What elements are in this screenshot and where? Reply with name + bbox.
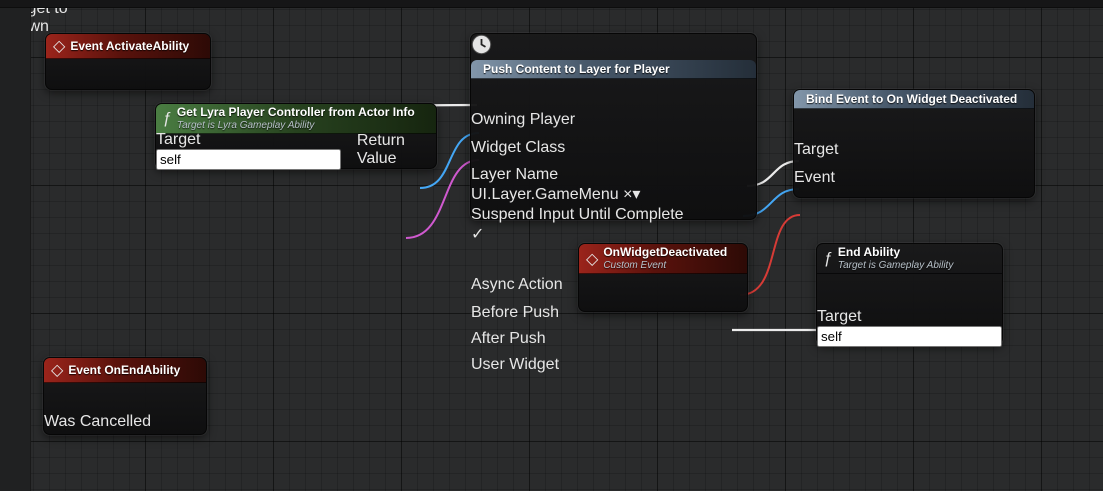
was-cancelled-row: Was Cancelled <box>44 413 206 437</box>
wire-widgettospawn-to-widgetclass[interactable] <box>405 159 480 239</box>
node-bind-event[interactable]: Bind Event to On Widget Deactivated Targ… <box>793 89 1035 198</box>
exec-in-row <box>794 109 1034 141</box>
chevron-down-icon[interactable]: ▾ <box>632 186 641 204</box>
user-widget-label: User Widget <box>471 356 560 373</box>
layer-name-tag-select[interactable]: UI.Layer.GameMenu × <box>471 186 632 204</box>
node-on-widget-deactivated[interactable]: ◇ OnWidgetDeactivated Custom Event <box>578 243 748 312</box>
node-end-ability[interactable]: ƒ End Ability Target is Gameplay Ability… <box>816 243 1003 348</box>
exec-in-row <box>471 79 756 111</box>
async-action-row: Async Action <box>471 276 756 304</box>
return-value-label: Return Value <box>356 132 405 168</box>
node-title: End Ability <box>837 245 901 259</box>
suspend-input-row: Suspend Input Until Complete ✓ <box>471 206 756 244</box>
node-header[interactable]: ƒ End Ability Target is Gameplay Ability <box>817 244 1002 275</box>
node-header[interactable]: ƒ Get Lyra Player Controller from Actor … <box>156 104 436 135</box>
node-event-activate-ability[interactable]: ◇ Event ActivateAbility <box>45 33 211 90</box>
node-title: Get Lyra Player Controller from Actor In… <box>176 105 415 119</box>
async-action-label: Async Action <box>471 276 563 293</box>
node-subtitle: Target is Gameplay Ability <box>837 259 954 271</box>
function-icon: ƒ <box>824 249 833 267</box>
node-subtitle: Custom Event <box>603 259 667 271</box>
user-widget-row: User Widget <box>471 356 756 386</box>
return-value-pin-row: Return Value <box>357 132 436 168</box>
target-pin-row: Target <box>156 131 357 170</box>
exec-out-row <box>794 194 1034 226</box>
exec-out-row <box>44 383 206 413</box>
node-header[interactable]: ◇ OnWidgetDeactivated Custom Event <box>579 244 747 275</box>
event-icon: ◇ <box>53 38 66 55</box>
event-row: Event <box>794 169 1034 194</box>
layer-name-row: Layer Name UI.Layer.GameMenu × ▾ <box>471 166 756 206</box>
widget-class-label: Widget Class <box>471 139 566 156</box>
close-icon[interactable]: × <box>623 186 633 204</box>
target-value-input[interactable] <box>817 326 1002 348</box>
was-cancelled-label: Was Cancelled <box>44 413 152 430</box>
latent-clock-icon <box>471 34 492 59</box>
after-push-row: After Push <box>471 330 756 356</box>
node-title: Event ActivateAbility <box>70 39 190 53</box>
node-title: Push Content to Layer for Player <box>483 62 670 76</box>
target-value-input[interactable] <box>156 148 341 170</box>
before-push-row: Before Push <box>471 304 756 330</box>
owning-player-row: Owning Player <box>471 111 756 139</box>
target-label: Target <box>156 130 201 148</box>
node-header[interactable]: Push Content to Layer for Player <box>471 60 756 79</box>
target-row: Target <box>817 308 1002 348</box>
wire-delegate-to-event[interactable] <box>739 214 801 296</box>
node-get-lyra-player-controller[interactable]: ƒ Get Lyra Player Controller from Actor … <box>155 103 437 170</box>
panel-left-edge <box>0 0 31 491</box>
exec-out-row <box>579 274 747 306</box>
node-subtitle: Target is Lyra Gameplay Ability <box>176 119 315 131</box>
suspend-input-checkbox[interactable]: ✓ <box>471 226 485 244</box>
exec-in-row <box>817 274 1002 308</box>
node-event-on-end-ability[interactable]: ◇ Event OnEndAbility Was Cancelled <box>43 357 207 435</box>
owning-player-label: Owning Player <box>471 111 576 128</box>
target-label: Target <box>817 308 862 326</box>
node-header[interactable]: Bind Event to On Widget Deactivated <box>794 90 1034 109</box>
node-header[interactable]: ◇ Event OnEndAbility <box>44 358 206 383</box>
panel-top-edge <box>0 0 1103 8</box>
node-title: Bind Event to On Widget Deactivated <box>806 92 1018 106</box>
pin-row <box>46 59 210 91</box>
widget-class-row: Widget Class <box>471 139 756 166</box>
wire-returnvalue-to-owningplayer[interactable] <box>419 132 480 189</box>
node-push-content-to-layer[interactable]: Push Content to Layer for Player Owning … <box>470 33 757 373</box>
layer-name-label: Layer Name <box>471 166 559 183</box>
before-push-label: Before Push <box>471 304 560 321</box>
event-icon: ◇ <box>51 362 64 379</box>
node-header[interactable]: ◇ Event ActivateAbility <box>46 34 210 59</box>
target-row: Target <box>794 141 1034 169</box>
target-label: Target <box>794 141 839 158</box>
suspend-input-label: Suspend Input Until Complete <box>471 206 684 223</box>
event-label: Event <box>794 169 835 186</box>
layer-name-value: UI.Layer.GameMenu <box>471 186 619 204</box>
after-push-label: After Push <box>471 330 546 347</box>
node-title: Event OnEndAbility <box>68 363 181 377</box>
event-icon: ◇ <box>586 250 599 268</box>
node-title: OnWidgetDeactivated <box>603 245 728 259</box>
function-icon: ƒ <box>163 109 172 127</box>
